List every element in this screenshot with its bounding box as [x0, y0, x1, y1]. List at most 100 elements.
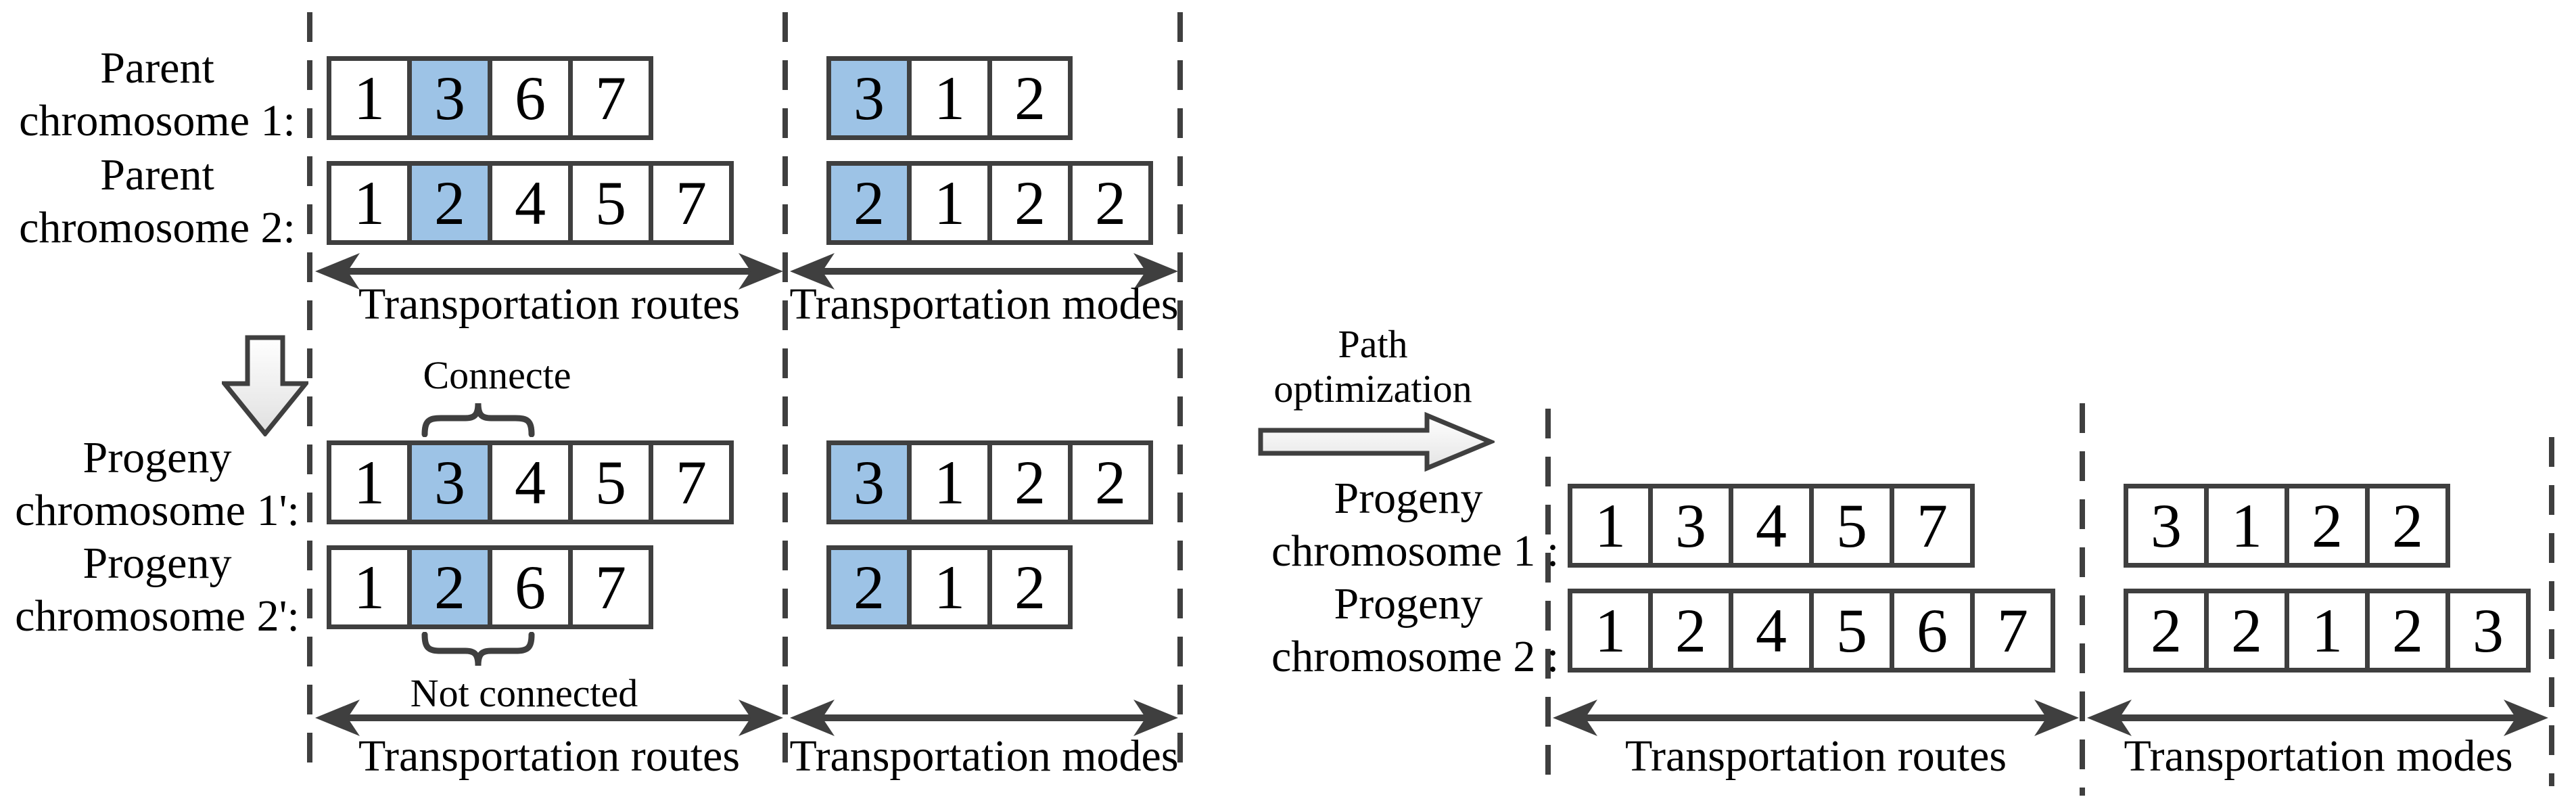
connected-label: Connecte [423, 353, 571, 397]
label-line: chromosome 2: [19, 203, 296, 252]
chromosome-cell: 5 [568, 161, 653, 245]
modes-axis-label: Transportation modes [789, 731, 1179, 781]
chromosome-cell: 2 [987, 440, 1073, 524]
chromosome-cell: 1 [2285, 589, 2370, 673]
over-brace [421, 403, 535, 437]
dashed-divider [782, 12, 788, 778]
label-line: chromosome 2 : [1271, 632, 1560, 681]
chromosome-cell: 2 [2204, 589, 2289, 673]
label-line: chromosome 1: [19, 96, 296, 145]
modes-span-arrow [790, 700, 1178, 736]
modes-span-arrow [2087, 700, 2548, 736]
chromosome-cell: 1 [327, 56, 412, 140]
chromosome-cell: 3 [407, 56, 492, 140]
chromosome-cell: 3 [826, 440, 912, 524]
chromosome-cell: 6 [488, 545, 573, 629]
chromosome-cell: 3 [2445, 589, 2531, 673]
dashed-divider [1177, 12, 1183, 778]
modes-span-arrow [790, 253, 1178, 290]
chromosome-cell: 1 [907, 545, 992, 629]
label-line: Progeny [83, 539, 232, 588]
chromosome-cell: 4 [1729, 484, 1814, 568]
label-line: chromosome 1 : [1271, 526, 1560, 576]
chromosome-cell: 6 [488, 56, 573, 140]
chromosome-cell: 2 [1648, 589, 1733, 673]
chromosome-cell: 4 [488, 161, 573, 245]
dashed-divider [2549, 437, 2554, 786]
routes-span-arrow [315, 253, 783, 290]
chromosome-cell: 6 [1890, 589, 1975, 673]
chromosome-cell: 3 [826, 56, 912, 140]
chromosome-cell: 2 [987, 545, 1073, 629]
chromosome-cell: 2 [1068, 161, 1153, 245]
path-optimization-label: Path optimization [1170, 322, 1576, 411]
chromosome-cell: 7 [649, 161, 734, 245]
modes-axis-label: Transportation modes [2124, 731, 2513, 781]
chromosome-cell: 7 [568, 56, 653, 140]
chromosome-cell: 2 [1068, 440, 1153, 524]
down-arrow [222, 335, 308, 436]
chromosome-cell: 1 [907, 56, 992, 140]
chromosome-cell: 3 [1648, 484, 1733, 568]
chromosome-cell: 2 [407, 545, 492, 629]
chromosome-cell: 2 [2365, 589, 2450, 673]
not-connected-label: Not connected [410, 671, 638, 715]
label-line: Progeny [1334, 474, 1483, 523]
chromosome-cell: 1 [1568, 589, 1653, 673]
final2-label: Progeny chromosome 2 : [1271, 578, 1560, 683]
chromosome-cell: 2 [826, 161, 912, 245]
label-line: optimization [1273, 367, 1472, 411]
chromosome-cell: 5 [1809, 484, 1894, 568]
label-line: chromosome 1': [15, 486, 300, 535]
chromosome-cell: 2 [987, 56, 1073, 140]
under-brace [421, 632, 535, 666]
chromosome-cell: 7 [649, 440, 734, 524]
label-line: Parent [100, 150, 214, 200]
parent1-label: Parent chromosome 1: [7, 42, 308, 147]
right-arrow [1258, 411, 1495, 472]
modes-axis-label: Transportation modes [789, 279, 1179, 329]
chromosome-cell: 2 [2285, 484, 2370, 568]
progeny1-label: Progeny chromosome 1': [7, 432, 308, 537]
routes-span-arrow [1553, 700, 2079, 736]
chromosome-cell: 1 [2204, 484, 2289, 568]
chromosome-cell: 1 [907, 440, 992, 524]
label-line: Progeny [83, 433, 232, 482]
label-line: Path [1338, 322, 1408, 366]
chromosome-cell: 4 [1729, 589, 1814, 673]
chromosome-cell: 1 [327, 440, 412, 524]
chromosome-cell: 3 [2124, 484, 2209, 568]
chromosome-cell: 2 [2365, 484, 2450, 568]
chromosome-cell: 2 [826, 545, 912, 629]
chromosome-cell: 2 [2124, 589, 2209, 673]
parent2-label: Parent chromosome 2: [7, 149, 308, 254]
dashed-divider [2080, 403, 2085, 796]
chromosome-cell: 2 [987, 161, 1073, 245]
routes-axis-label: Transportation routes [358, 731, 741, 781]
chromosome-cell: 7 [1970, 589, 2055, 673]
label-line: Parent [100, 43, 214, 93]
dashed-divider [1545, 409, 1551, 789]
chromosome-cell: 2 [407, 161, 492, 245]
chromosome-cell: 7 [568, 545, 653, 629]
final1-label: Progeny chromosome 1 : [1271, 472, 1560, 578]
label-line: chromosome 2': [15, 591, 300, 641]
chromosome-cell: 5 [568, 440, 653, 524]
dashed-divider [307, 12, 312, 778]
chromosome-cell: 1 [1568, 484, 1653, 568]
label-line: Progeny [1334, 579, 1483, 629]
routes-axis-label: Transportation routes [358, 279, 741, 329]
chromosome-cell: 1 [327, 161, 412, 245]
chromosome-cell: 7 [1890, 484, 1975, 568]
